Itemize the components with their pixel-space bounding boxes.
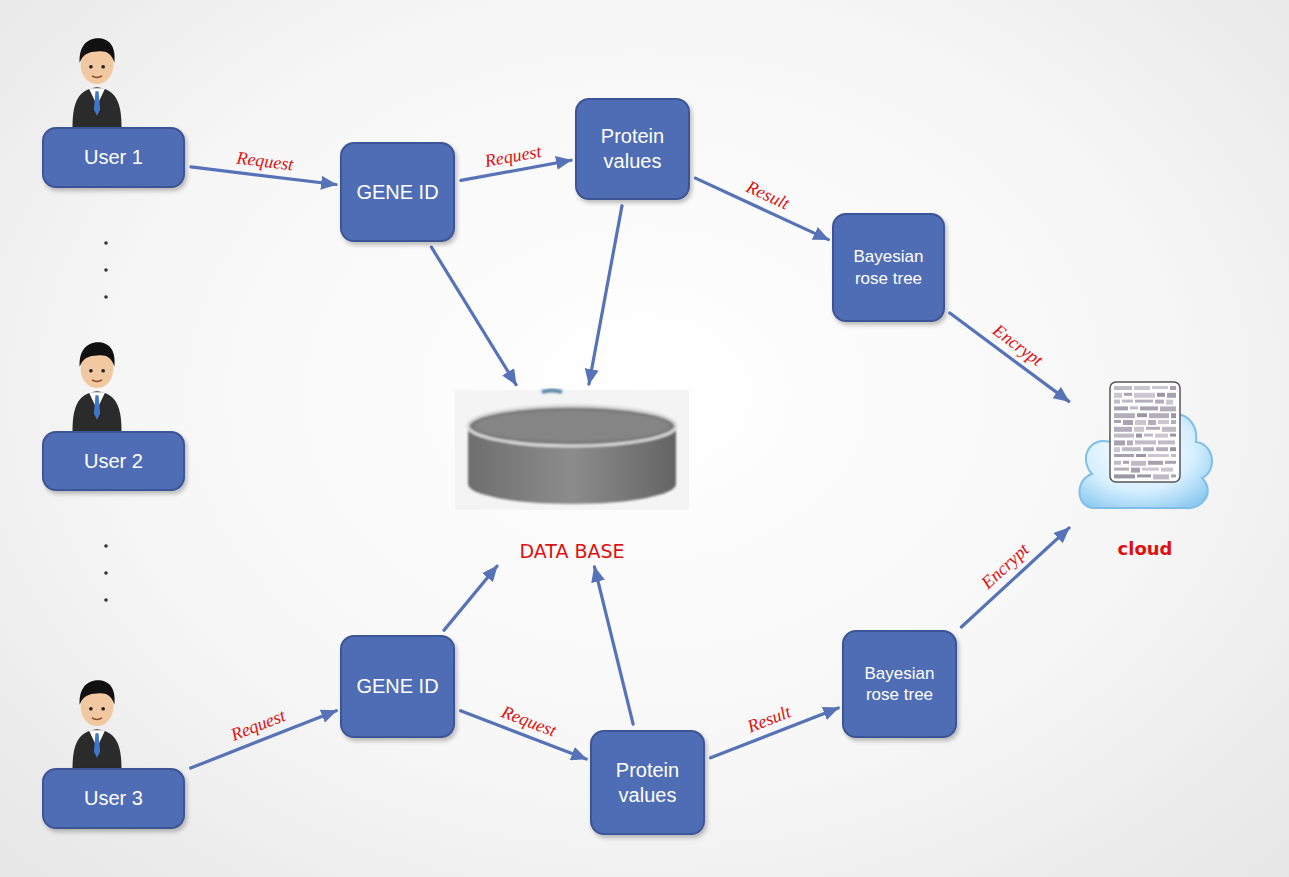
arrow-connector xyxy=(950,313,1069,401)
arrow-connector xyxy=(695,178,828,240)
process-box: GENE ID xyxy=(340,142,455,242)
box-label: User 2 xyxy=(84,449,143,474)
cloud-icon xyxy=(1072,358,1218,534)
box-label: User 3 xyxy=(84,786,143,811)
box-label: Bayesian rose tree xyxy=(852,663,947,706)
box-label: Protein values xyxy=(585,124,680,174)
person-icon xyxy=(72,680,121,769)
process-box: Bayesian rose tree xyxy=(832,213,945,322)
arrow-connector xyxy=(444,566,497,630)
arrow-connector xyxy=(431,247,516,384)
edge-label: Request xyxy=(236,148,295,173)
ellipsis-dots xyxy=(104,241,108,602)
edge-label: Request xyxy=(484,142,543,170)
box-label: GENE ID xyxy=(356,674,438,699)
box-label: User 1 xyxy=(84,145,143,170)
edge-label: Request xyxy=(499,702,559,739)
person-icon xyxy=(72,342,121,431)
arrow-connector xyxy=(594,567,633,724)
process-box: Protein values xyxy=(575,98,690,200)
process-box: Protein values xyxy=(590,730,705,835)
arrow-connector xyxy=(961,528,1069,627)
cloud-node: cloud xyxy=(1072,358,1218,558)
edge-label: Result xyxy=(745,702,793,735)
process-box: User 2 xyxy=(42,431,185,491)
box-label: Protein values xyxy=(600,758,695,808)
arrow-connector xyxy=(589,206,622,384)
person-icon xyxy=(72,38,121,127)
process-box: GENE ID xyxy=(340,635,455,738)
node-caption: cloud xyxy=(1118,538,1173,559)
process-box: User 3 xyxy=(42,768,185,829)
edge-label: Encrypt xyxy=(978,540,1032,592)
database-node: DATA BASE xyxy=(452,388,692,563)
box-label: Bayesian rose tree xyxy=(842,246,935,289)
edge-label: Request xyxy=(228,707,288,745)
edge-label: Result xyxy=(744,178,792,213)
process-box: Bayesian rose tree xyxy=(842,630,957,738)
process-box: User 1 xyxy=(42,127,185,188)
database-cylinder xyxy=(452,388,692,512)
box-label: GENE ID xyxy=(356,180,438,205)
node-caption: DATA BASE xyxy=(519,540,624,562)
